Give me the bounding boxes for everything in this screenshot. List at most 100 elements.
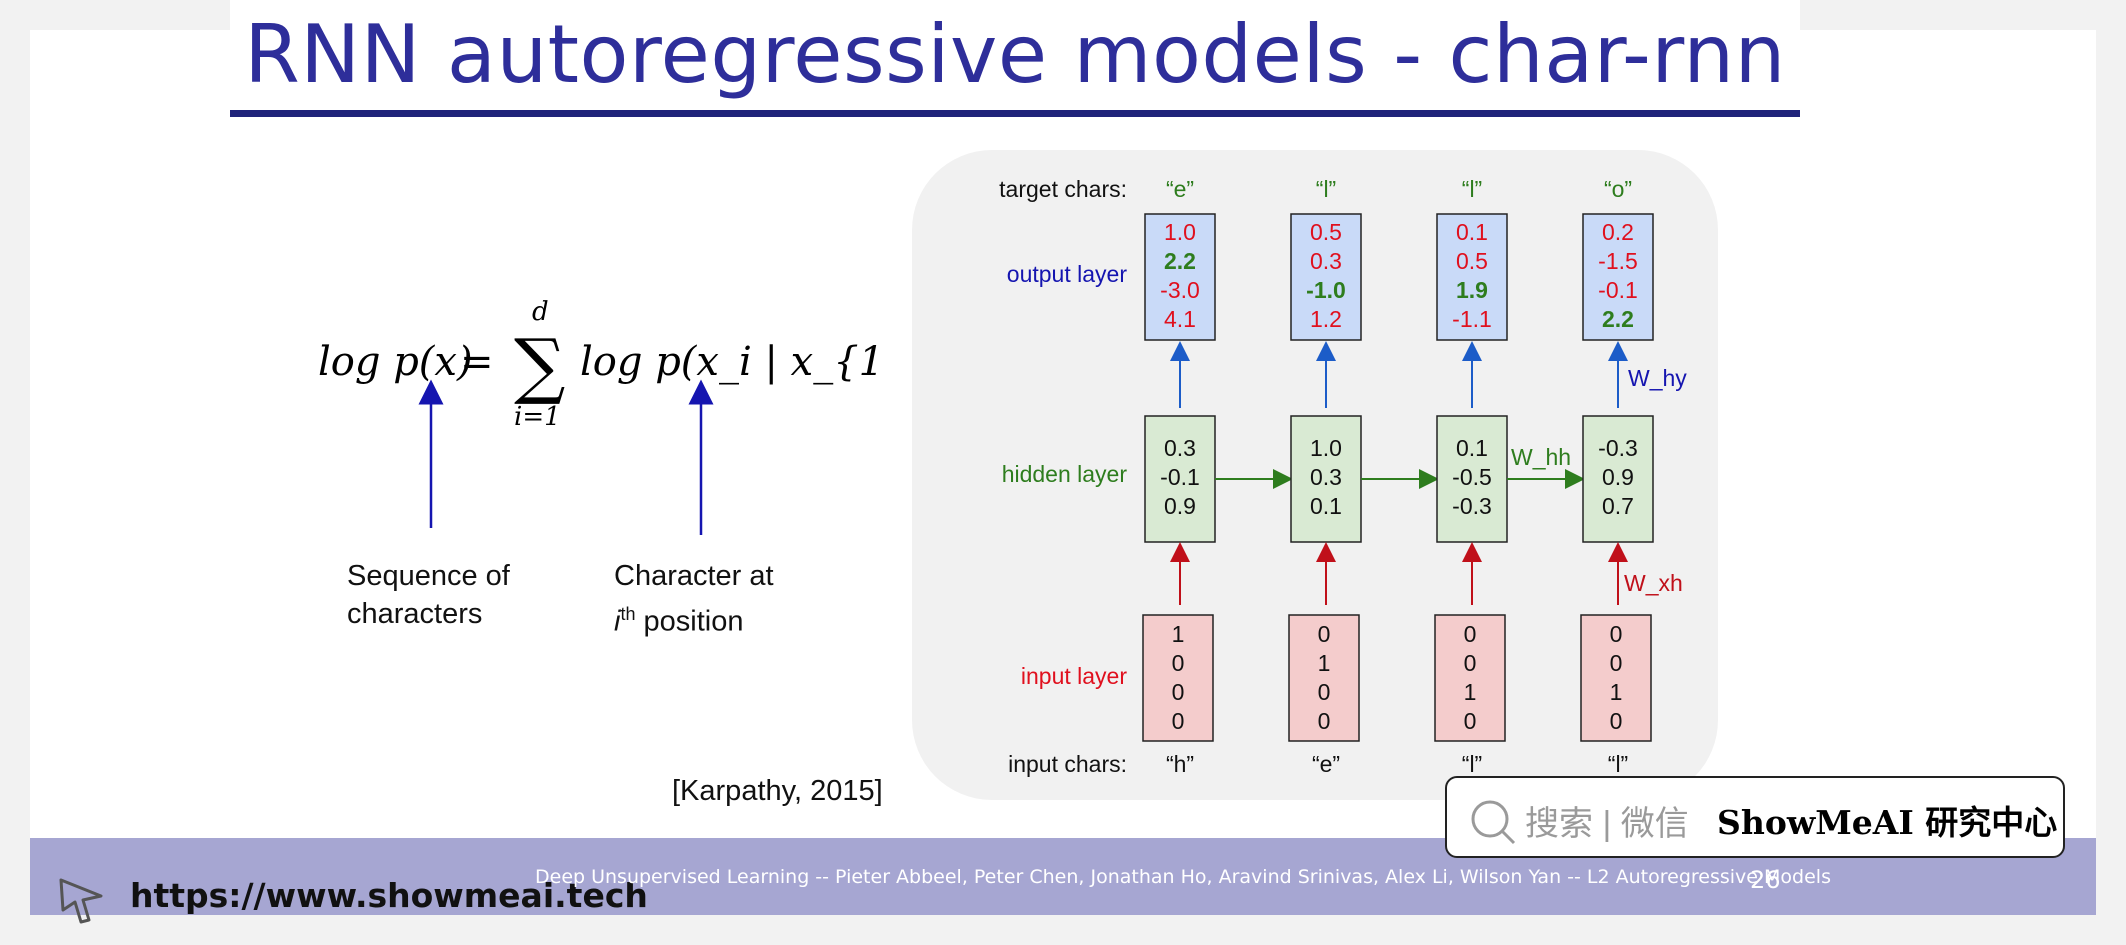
caption-sequence: Sequence of characters [347,557,510,633]
input-value-1-3: 0 [1318,708,1331,734]
hidden-box-3 [1582,415,1654,543]
output-value-0-3: 4.1 [1164,306,1196,332]
input-value-1-2: 0 [1318,679,1331,705]
input-value-3-0: 0 [1610,621,1623,647]
output-value-1-0: 0.5 [1310,219,1342,245]
input-char-3: “l” [1608,751,1628,777]
output-value-1-2: -1.0 [1306,277,1346,303]
row-label-input: input layer [1021,663,1127,689]
input-value-2-0: 0 [1464,621,1477,647]
char-rnn-svg: target chars: output layer hidden layer … [999,176,1687,777]
caption-th: th [620,604,636,624]
title-band: RNN autoregressive models - char-rnn [230,0,1800,112]
output-box-0 [1144,213,1216,341]
sum-upper-limit: d [532,300,549,327]
sum-lower-limit: i=1 [514,402,561,430]
output-value-3-2: -0.1 [1598,277,1638,303]
input-value-3-1: 0 [1610,650,1623,676]
output-value-1-1: 0.3 [1310,248,1342,274]
target-char-0: “e” [1166,176,1194,202]
hidden-value-1-2: 0.1 [1310,493,1342,519]
input-value-1-1: 1 [1318,650,1331,676]
hidden-value-0-1: -0.1 [1160,464,1200,490]
caption-sequence-line1: Sequence of [347,560,510,592]
output-box-1 [1290,213,1362,341]
hidden-value-0-0: 0.3 [1164,435,1196,461]
output-value-2-3: -1.1 [1452,306,1492,332]
hidden-box-1 [1290,415,1362,543]
output-value-1-3: 1.2 [1310,306,1342,332]
footer-url-link[interactable]: https://www.showmeai.tech [130,876,648,915]
input-box-3 [1580,614,1652,742]
input-box-0 [1142,614,1214,742]
search-hint: 搜索 | 微信 [1525,805,1689,843]
target-char-3: “o” [1604,176,1632,202]
pointer-cursor-icon [59,878,103,924]
input-value-3-2: 1 [1610,679,1623,705]
char-rnn-diagram: target chars: output layer hidden layer … [912,150,1718,800]
target-char-2: “l” [1462,176,1482,202]
input-value-3-3: 0 [1610,708,1623,734]
output-value-3-0: 0.2 [1602,219,1634,245]
output-value-2-1: 0.5 [1456,248,1488,274]
page-number: 26 [1750,866,1781,894]
formula-equals: = [460,339,494,385]
caption-position: position [635,605,744,638]
citation: [Karpathy, 2015] [672,775,883,807]
output-value-0-0: 1.0 [1164,219,1196,245]
hidden-value-2-0: 0.1 [1456,435,1488,461]
output-value-2-2: 1.9 [1456,277,1488,303]
input-value-0-1: 0 [1172,650,1185,676]
hidden-value-3-1: 0.9 [1602,464,1634,490]
hidden-value-3-2: 0.7 [1602,493,1634,519]
input-value-0-3: 0 [1172,708,1185,734]
hidden-value-3-0: -0.3 [1598,435,1638,461]
caption-sequence-line2: characters [347,598,483,630]
caption-i: i [614,605,621,638]
formula-lhs: log p(x) [318,339,473,385]
log-likelihood-formula: log p(x) = d ∑ i=1 log p(x_i | x_{1:i−1}… [318,297,1010,432]
output-box-2 [1436,213,1508,341]
input-value-1-0: 0 [1318,621,1331,647]
output-value-2-0: 0.1 [1456,219,1488,245]
row-label-input-chars: input chars: [1008,751,1127,777]
target-char-1: “l” [1316,176,1336,202]
sum-icon: ∑ [514,323,565,407]
row-label-hidden: hidden layer [1002,461,1128,487]
input-value-2-2: 1 [1464,679,1477,705]
row-label-output: output layer [1007,261,1128,287]
input-char-2: “l” [1462,751,1482,777]
title-divider [230,110,1800,117]
hidden-value-0-2: 0.9 [1164,493,1196,519]
input-value-0-2: 0 [1172,679,1185,705]
brand-name: ShowMeAI 研究中心 [1717,803,2058,842]
weight-label-xh: W_xh [1624,570,1683,596]
input-box-2 [1434,614,1506,742]
hidden-value-1-0: 1.0 [1310,435,1342,461]
input-value-2-3: 0 [1464,708,1477,734]
hidden-box-2 [1436,415,1508,543]
hidden-value-2-2: -0.3 [1452,493,1492,519]
caption-character: Character at ith position [614,557,774,641]
output-value-0-1: 2.2 [1164,248,1196,274]
input-box-1 [1288,614,1360,742]
input-char-0: “h” [1166,751,1194,777]
output-value-3-1: -1.5 [1598,248,1638,274]
search-icon [1471,800,1516,845]
weight-label-hy: W_hy [1628,365,1687,391]
hidden-value-2-1: -0.5 [1452,464,1492,490]
output-box-3 [1582,213,1654,341]
input-value-2-1: 0 [1464,650,1477,676]
footer-credits: Deep Unsupervised Learning -- Pieter Abb… [535,866,1831,888]
output-value-3-3: 2.2 [1602,306,1634,332]
hidden-value-1-1: 0.3 [1310,464,1342,490]
output-value-0-2: -3.0 [1160,277,1200,303]
input-char-1: “e” [1312,751,1340,777]
caption-character-line2: ith position [614,595,774,641]
row-label-target: target chars: [999,176,1127,202]
page-title: RNN autoregressive models - char-rnn [244,8,1786,101]
input-value-0-0: 1 [1172,621,1185,647]
search-box[interactable]: 搜索 | 微信 ShowMeAI 研究中心 [1445,776,2065,858]
weight-label-hh: W_hh [1511,444,1571,470]
